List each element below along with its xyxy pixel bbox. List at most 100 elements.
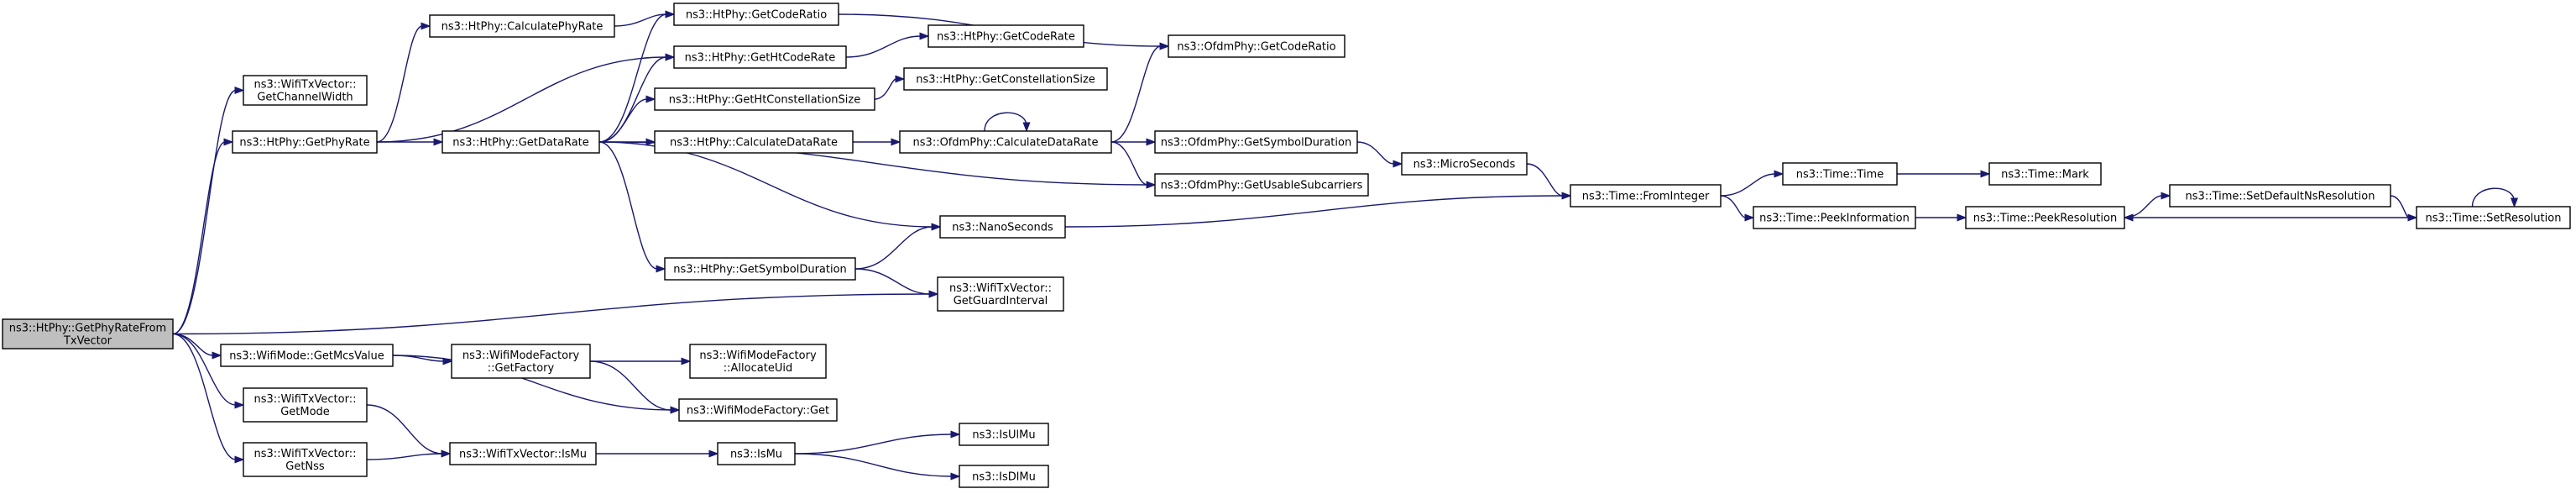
- edge-htGetDataRate-to-nanoSeconds: [598, 141, 942, 231]
- edge-htGetDataRate-to-htGetHtConstSize: [598, 95, 656, 143]
- node-label: ns3::Time::PeekResolution: [1973, 213, 2117, 225]
- edge-getNss-to-wtvIsMu: [366, 449, 452, 460]
- node-box: [429, 14, 615, 38]
- edge-root-to-getNss: [172, 333, 245, 464]
- node-box: [903, 67, 1108, 91]
- node-label: ns3::OfdmPhy::GetCodeRatio: [1177, 41, 1335, 54]
- node-box: [243, 442, 368, 477]
- node-label: ns3::WifiTxVector::: [253, 393, 356, 406]
- node-isDlMu[interactable]: ns3::IsDlMu: [959, 465, 1049, 488]
- node-htGetHtCodeRate[interactable]: ns3::HtPhy::GetHtCodeRate: [673, 45, 847, 69]
- edge-timeTime-to-timeMark: [1897, 170, 1991, 178]
- node-box: [717, 442, 796, 465]
- edge-getPhyRate-to-calcPhyRate: [376, 22, 431, 143]
- node-isUlMu[interactable]: ns3::IsUlMu: [959, 423, 1049, 446]
- node-wmfGetFactory[interactable]: ns3::WifiModeFactory::GetFactory: [451, 344, 591, 379]
- edge-htGetDataRate-to-htGetSymDur: [598, 141, 666, 273]
- node-box: [654, 130, 854, 154]
- node-box: [449, 442, 597, 465]
- node-label: GetMode: [280, 406, 330, 418]
- node-box: [937, 276, 1064, 312]
- node-peekInfo[interactable]: ns3::Time::PeekInformation: [1753, 206, 1916, 229]
- node-label: ns3::IsUlMu: [972, 429, 1035, 442]
- edge-root-to-getPhyRate: [172, 138, 234, 335]
- edge-setRes-to-peekRes: [2123, 213, 2417, 222]
- edge-wmfGetFactory-to-wmfAllocUid: [590, 357, 692, 365]
- node-ofdmCalcDataRate[interactable]: ns3::OfdmPhy::CalculateDataRate: [899, 130, 1112, 154]
- node-label: ns3::WifiTxVector::: [253, 448, 356, 460]
- node-peekRes[interactable]: ns3::Time::PeekResolution: [1965, 206, 2125, 229]
- node-label: GetChannelWidth: [257, 92, 353, 104]
- node-label: ns3::WifiModeFactory: [462, 349, 580, 362]
- edge-ofdmGetSymDur-to-microSeconds: [1356, 141, 1403, 168]
- node-htGetConstSize[interactable]: ns3::HtPhy::GetConstellationSize: [903, 67, 1108, 91]
- edge-peekInfo-to-peekRes: [1915, 213, 1967, 222]
- node-htGetHtConstSize[interactable]: ns3::HtPhy::GetHtConstellationSize: [654, 87, 875, 111]
- edge-peekRes-to-setDefaultNs: [2124, 192, 2171, 218]
- node-label: ::GetFactory: [488, 362, 555, 375]
- node-label: ns3::HtPhy::GetHtCodeRate: [685, 52, 836, 65]
- node-wmfGet[interactable]: ns3::WifiModeFactory::Get: [678, 398, 838, 422]
- node-getChannelWidth[interactable]: ns3::WifiTxVector::GetChannelWidth: [243, 75, 368, 106]
- edge-calcPhyRate-to-htGetCodeRatio: [614, 10, 676, 27]
- node-label: GetGuardInterval: [954, 295, 1048, 307]
- node-box: [2416, 206, 2571, 229]
- node-htGetDataRate[interactable]: ns3::HtPhy::GetDataRate: [442, 130, 600, 154]
- node-box: [673, 3, 839, 26]
- node-setRes[interactable]: ns3::Time::SetResolution: [2416, 206, 2571, 229]
- edges-layer: [172, 10, 2519, 481]
- node-box: [654, 87, 875, 111]
- node-box: [664, 257, 856, 281]
- node-nanoSeconds[interactable]: ns3::NanoSeconds: [939, 215, 1066, 239]
- node-getNss[interactable]: ns3::WifiTxVector::GetNss: [243, 442, 368, 477]
- edge-ofdmCalcDataRate-to-ofdmGetSymDur: [1110, 138, 1157, 146]
- node-box: [1753, 206, 1916, 229]
- node-htGetSymDur[interactable]: ns3::HtPhy::GetSymbolDuration: [664, 257, 856, 281]
- node-ofdmGetUsable[interactable]: ns3::OfdmPhy::GetUsableSubcarriers: [1154, 173, 1369, 197]
- node-label: ns3::IsMu: [730, 449, 782, 461]
- node-getPhyRate[interactable]: ns3::HtPhy::GetPhyRate: [232, 130, 378, 154]
- node-htGetCodeRatio[interactable]: ns3::HtPhy::GetCodeRatio: [673, 3, 839, 26]
- node-box: [959, 465, 1049, 488]
- node-box: [1782, 162, 1898, 186]
- node-fromInteger[interactable]: ns3::Time::FromInteger: [1570, 184, 1722, 208]
- node-label: ns3::WifiModeFactory: [699, 349, 817, 362]
- node-microSeconds[interactable]: ns3::MicroSeconds: [1401, 152, 1528, 176]
- node-box: [232, 130, 378, 154]
- node-ofdmGetSymDur[interactable]: ns3::OfdmPhy::GetSymbolDuration: [1154, 130, 1358, 154]
- node-wmfAllocUid[interactable]: ns3::WifiModeFactory::AllocateUid: [689, 344, 827, 379]
- node-box: [939, 215, 1066, 239]
- node-isMu[interactable]: ns3::IsMu: [717, 442, 796, 465]
- node-getMcsValue[interactable]: ns3::WifiMode::GetMcsValue: [220, 344, 394, 367]
- node-wtvIsMu[interactable]: ns3::WifiTxVector::IsMu: [449, 442, 597, 465]
- node-label: ns3::WifiTxVector::IsMu: [459, 449, 587, 461]
- node-box: [1168, 34, 1345, 58]
- node-ofdmGetCodeRatio[interactable]: ns3::OfdmPhy::GetCodeRatio: [1168, 34, 1345, 58]
- node-htCalcDataRate[interactable]: ns3::HtPhy::CalculateDataRate: [654, 130, 854, 154]
- node-box: [1401, 152, 1528, 176]
- node-label: ns3::Time::FromInteger: [1582, 191, 1710, 203]
- node-box: [689, 344, 827, 379]
- node-getMode[interactable]: ns3::WifiTxVector::GetMode: [243, 387, 368, 423]
- node-label: ns3::HtPhy::GetConstellationSize: [916, 74, 1095, 87]
- edge-root-to-getMcsValue: [172, 333, 222, 360]
- node-label: TxVector: [63, 335, 112, 348]
- node-label: ns3::Time::PeekInformation: [1759, 213, 1910, 225]
- node-label: ns3::MicroSeconds: [1413, 159, 1516, 171]
- node-setDefaultNs[interactable]: ns3::Time::SetDefaultNsResolution: [2169, 184, 2391, 208]
- node-box: [451, 344, 591, 379]
- node-label: ns3::HtPhy::GetPhyRateFrom: [9, 323, 166, 335]
- node-timeTime[interactable]: ns3::Time::Time: [1782, 162, 1898, 186]
- node-htGetCodeRate[interactable]: ns3::HtPhy::GetCodeRate: [927, 24, 1084, 48]
- edge-root-to-getMode: [172, 333, 245, 409]
- node-label: ns3::WifiModeFactory::Get: [687, 405, 829, 418]
- node-box: [673, 45, 847, 69]
- edge-ofdmCalcDataRate-to-ofdmGetUsable: [1110, 141, 1157, 189]
- node-label: ns3::HtPhy::GetHtConstellationSize: [669, 94, 860, 107]
- node-timeMark[interactable]: ns3::Time::Mark: [1988, 162, 2102, 186]
- node-getGuardInterval[interactable]: ns3::WifiTxVector::GetGuardInterval: [937, 276, 1064, 312]
- edge-ofdmCalcDataRate-to-ofdmGetCodeRatio: [1110, 42, 1170, 143]
- node-label: ns3::HtPhy::CalculateDataRate: [670, 137, 838, 150]
- node-calcPhyRate[interactable]: ns3::HtPhy::CalculatePhyRate: [429, 14, 615, 38]
